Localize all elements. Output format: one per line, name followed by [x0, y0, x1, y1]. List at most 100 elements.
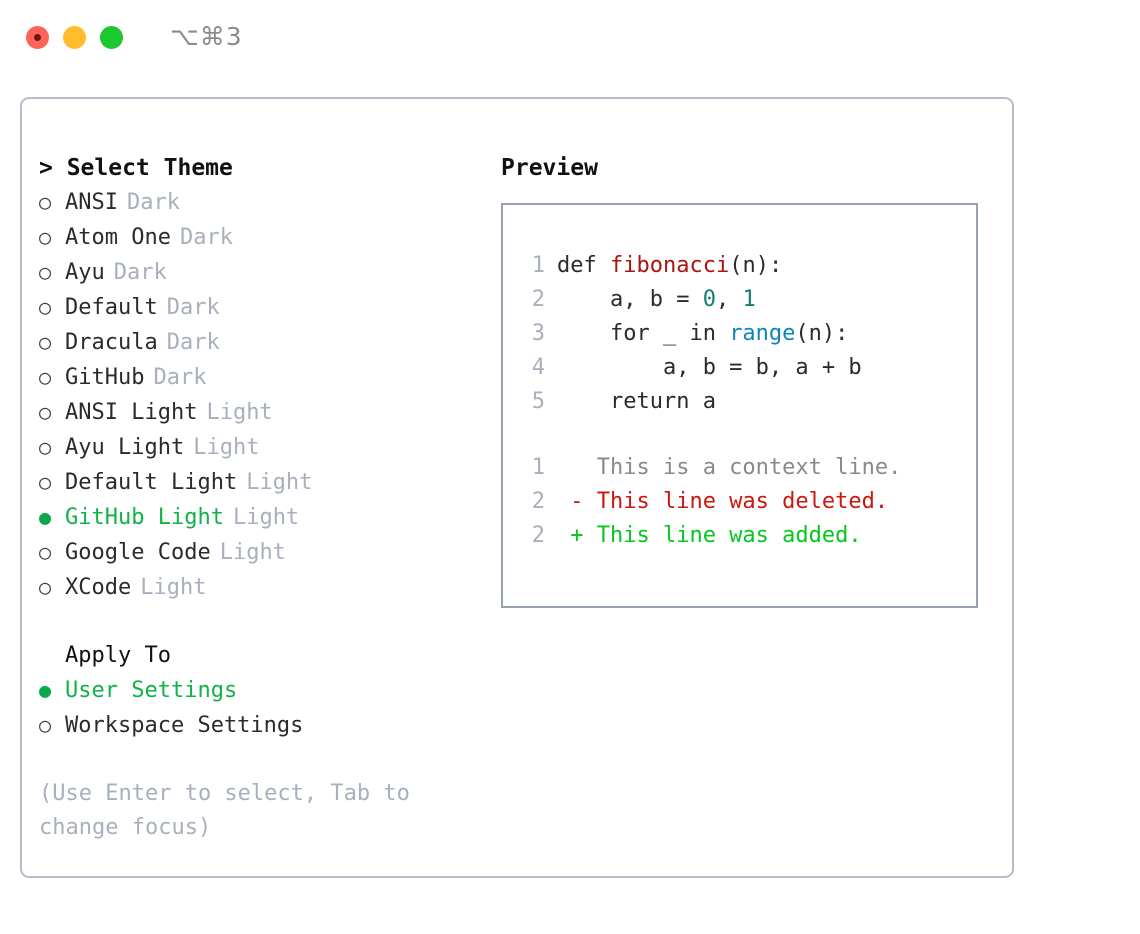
apply-to-list: ● User Settings ○Workspace Settings	[39, 673, 479, 743]
diff-line-number: 2	[531, 489, 545, 514]
spacer	[39, 743, 479, 777]
window-controls	[26, 26, 123, 49]
code-line: 3 for _ in range(n):	[503, 317, 976, 351]
code-line-number: 1	[531, 253, 545, 278]
theme-option-ayu[interactable]: ○ Ayu Dark	[39, 255, 479, 290]
code-line-text: for _ in range(n):	[557, 317, 848, 351]
code-line: 1 def fibonacci(n):	[503, 249, 976, 283]
theme-option-github[interactable]: ○ GitHub Dark	[39, 360, 479, 395]
diff-line-add: 2 + This line was added.	[503, 519, 976, 553]
theme-name: GitHub Light	[65, 505, 224, 530]
radio-unselected-icon: ○	[39, 260, 52, 284]
spacer	[503, 419, 976, 451]
code-line-number: 2	[531, 287, 545, 312]
code-line: 4 a, b = b, a + b	[503, 351, 976, 385]
theme-name: Default	[65, 295, 158, 320]
theme-kind-badge: Light	[232, 505, 300, 530]
theme-kind-badge: Dark	[166, 295, 220, 320]
spacer	[39, 605, 479, 639]
theme-option-default-light[interactable]: ○ Default Light Light	[39, 465, 479, 500]
diff-line-text: This is a context line.	[557, 455, 902, 480]
radio-unselected-icon: ○	[39, 575, 52, 599]
diff-line-ctx: 1 This is a context line.	[503, 451, 976, 485]
code-token-plain: (n):	[795, 321, 849, 346]
apply-to-name: Workspace Settings	[65, 713, 304, 738]
code-token-num: 0	[702, 287, 716, 312]
theme-option-dracula[interactable]: ○ Dracula Dark	[39, 325, 479, 360]
radio-unselected-icon: ○	[39, 435, 52, 459]
theme-option-ayu-light[interactable]: ○ Ayu Light Light	[39, 430, 479, 465]
keyboard-shortcut-label: ⌥⌘3	[170, 22, 243, 51]
diff-sample: 1 This is a context line.2 - This line w…	[503, 451, 976, 553]
minimize-button[interactable]	[63, 26, 86, 49]
radio-selected-icon: ●	[39, 678, 52, 702]
code-token-plain: return a	[557, 389, 716, 414]
code-token-plain: (n):	[729, 253, 783, 278]
theme-kind-badge: Light	[193, 435, 260, 460]
theme-option-google-code[interactable]: ○ Google Code Light	[39, 535, 479, 570]
code-line-text: a, b = 0, 1	[557, 283, 756, 317]
code-line: 2 a, b = 0, 1	[503, 283, 976, 317]
select-theme-header: > Select Theme	[39, 155, 233, 181]
apply-to-header: Apply To	[65, 643, 171, 668]
code-line: 5 return a	[503, 385, 976, 419]
radio-unselected-icon: ○	[39, 470, 52, 494]
code-token-fn: fibonacci	[609, 253, 730, 278]
theme-option-default[interactable]: ○ Default Dark	[39, 290, 479, 325]
theme-name: Google Code	[65, 540, 211, 565]
theme-kind-badge: Dark	[179, 225, 233, 250]
theme-kind-badge: Light	[219, 540, 286, 565]
code-line-number: 3	[531, 321, 545, 346]
code-token-plain: for _ in	[557, 321, 730, 346]
code-token-plain: a, b = b, a + b	[557, 355, 862, 380]
apply-to-name: User Settings	[65, 678, 238, 703]
radio-unselected-icon: ○	[39, 295, 52, 319]
theme-kind-badge: Dark	[166, 330, 220, 355]
code-line-text: a, b = b, a + b	[557, 351, 862, 385]
title-bar: ⌥⌘3	[0, 0, 1140, 76]
theme-name: Default Light	[65, 470, 238, 495]
code-line-number: 5	[531, 389, 545, 414]
theme-name: GitHub	[65, 365, 145, 390]
theme-name: Ayu Light	[65, 435, 185, 460]
radio-unselected-icon: ○	[39, 365, 52, 389]
code-line-text: def fibonacci(n):	[557, 249, 782, 283]
code-line-number: 4	[531, 355, 545, 380]
code-token-call: range	[729, 321, 796, 346]
theme-name: ANSI	[65, 190, 118, 215]
code-token-plain: a, b =	[557, 287, 703, 312]
theme-kind-badge: Dark	[126, 190, 180, 215]
diff-line-number: 2	[531, 523, 545, 548]
keyboard-hint-text: (Use Enter to select, Tab to change focu…	[39, 781, 424, 840]
close-button[interactable]	[26, 26, 49, 49]
apply-to-option-user-settings[interactable]: ● User Settings	[39, 673, 479, 708]
diff-line-del: 2 - This line was deleted.	[503, 485, 976, 519]
theme-name: Ayu	[65, 260, 105, 285]
theme-name: XCode	[65, 575, 132, 600]
theme-kind-badge: Dark	[113, 260, 167, 285]
zoom-button[interactable]	[100, 26, 123, 49]
theme-name: Atom One	[65, 225, 171, 250]
theme-name: ANSI Light	[65, 400, 198, 425]
theme-name: Dracula	[65, 330, 158, 355]
apply-to-option-workspace-settings[interactable]: ○Workspace Settings	[39, 708, 479, 743]
diff-line-number: 1	[531, 455, 545, 480]
code-line-text: return a	[557, 385, 716, 419]
radio-unselected-icon: ○	[39, 540, 52, 564]
theme-kind-badge: Light	[246, 470, 313, 495]
preview-header: Preview	[501, 155, 598, 181]
theme-kind-badge: Light	[206, 400, 273, 425]
radio-unselected-icon: ○	[39, 330, 52, 354]
theme-kind-badge: Dark	[153, 365, 207, 390]
